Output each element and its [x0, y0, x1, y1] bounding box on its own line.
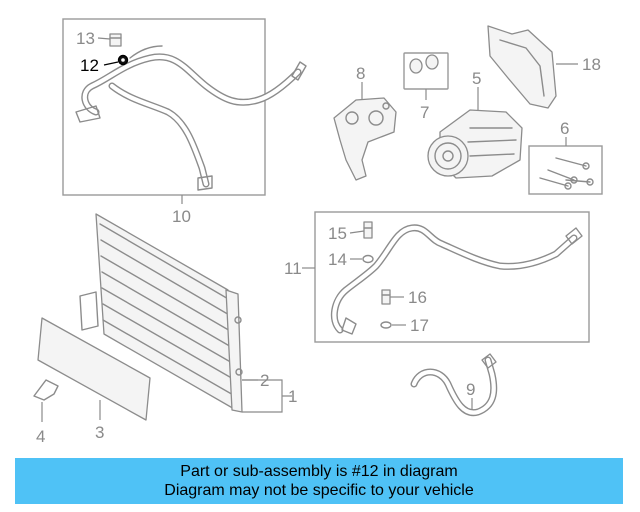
- hose-assembly-10: [75, 45, 307, 191]
- condenser-1: [79, 213, 243, 413]
- banner-line-2: Diagram may not be specific to your vehi…: [164, 482, 474, 499]
- callout-7: 7: [420, 103, 429, 122]
- bracket-4: [33, 379, 59, 401]
- compressor-5: [427, 109, 523, 179]
- o-ring-14: [362, 254, 374, 264]
- group-box-10: [62, 18, 266, 196]
- callout-3: 3: [95, 423, 104, 442]
- callout-2: 2: [260, 371, 269, 390]
- callout-1: 1: [288, 387, 297, 406]
- callout-12: 12: [80, 56, 99, 75]
- switch-15: [363, 221, 373, 239]
- info-banner: Part or sub-assembly is #12 in diagram D…: [15, 458, 623, 504]
- callout-15: 15: [328, 224, 347, 243]
- hose-assembly-11: [330, 224, 583, 335]
- callout-13: 13: [76, 29, 95, 48]
- hose-9: [410, 353, 498, 417]
- leader-1: [242, 379, 292, 413]
- callout-9: 9: [466, 380, 475, 399]
- leader-15: [349, 230, 365, 234]
- callout-8: 8: [356, 64, 365, 83]
- o-ring-17: [380, 321, 392, 329]
- callout-4: 4: [36, 427, 45, 446]
- callout-10: 10: [172, 207, 191, 226]
- cap-13: [109, 33, 122, 47]
- o-ring-12: [117, 54, 129, 66]
- banner-line-1: Part or sub-assembly is #12 in diagram: [180, 463, 458, 480]
- panel-3: [37, 317, 151, 421]
- callout-11: 11: [284, 259, 302, 278]
- callout-5: 5: [472, 69, 481, 88]
- callout-17: 17: [410, 316, 429, 335]
- parts-diagram: 12 13 10 8 7 5 6 18 11 15 14 16 17 9 2 1…: [33, 18, 603, 446]
- callout-6: 6: [560, 119, 569, 138]
- group-box-11: [314, 211, 590, 343]
- heat-shield-18: [487, 25, 557, 109]
- leader-13: [97, 37, 111, 40]
- plugs-7: [403, 52, 449, 90]
- callout-18: 18: [582, 55, 601, 74]
- callout-16: 16: [408, 288, 427, 307]
- sensor-16: [381, 289, 391, 305]
- callout-14: 14: [328, 250, 347, 269]
- leader-12: [103, 61, 119, 66]
- bracket-8: [333, 97, 397, 181]
- bolts-6: [539, 157, 594, 190]
